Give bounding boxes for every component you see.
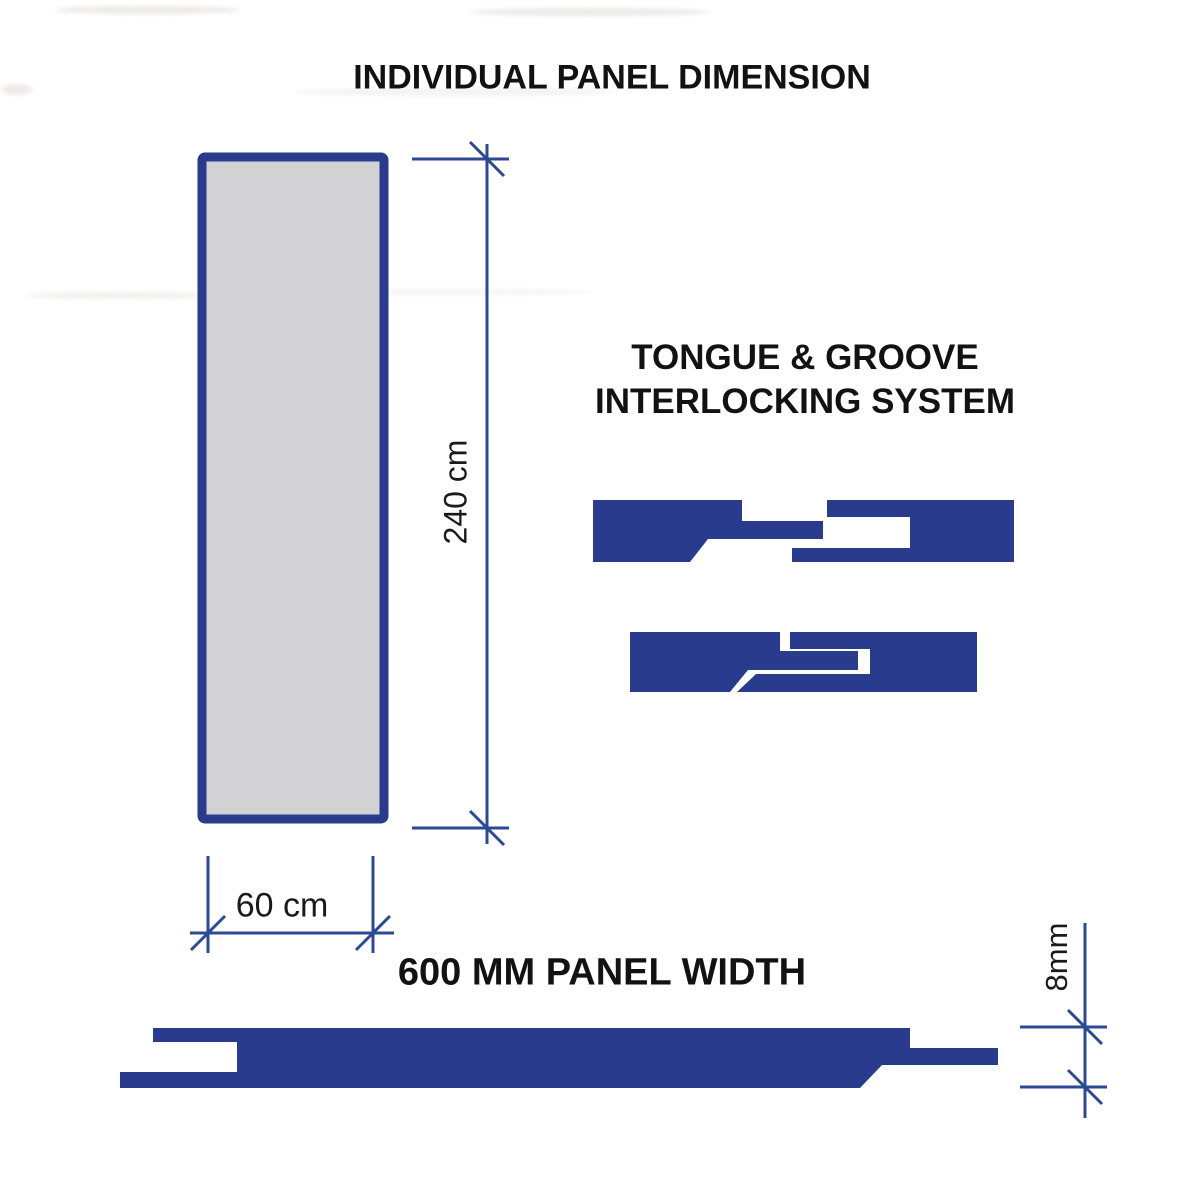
tongue-groove-heading: TONGUE & GROOVE INTERLOCKING SYSTEM <box>595 336 1015 424</box>
tongue-groove-interlocked <box>630 632 977 692</box>
panel-height-label: 240 cm <box>437 439 474 545</box>
tongue-profile-piece <box>593 500 823 562</box>
tongue-profile-piece <box>630 632 858 692</box>
panel-width-label: 60 cm <box>235 886 329 925</box>
panel-thickness-label: 8mm <box>1039 922 1074 992</box>
width-dimension-lines <box>189 856 394 953</box>
dimension-tick <box>1066 1068 1104 1106</box>
panel-front-view <box>197 152 389 824</box>
watermark-smudge <box>25 292 215 299</box>
watermark-smudge <box>55 6 240 14</box>
thickness-dimension-lines <box>1020 923 1107 1118</box>
height-dimension-lines <box>412 140 509 847</box>
tongue-groove-heading-line2: INTERLOCKING SYSTEM <box>594 382 1016 421</box>
watermark-smudge <box>470 8 710 16</box>
groove-profile-piece <box>792 500 1014 562</box>
dimension-tick <box>468 809 506 847</box>
watermark-smudge <box>2 84 32 95</box>
page-title: INDIVIDUAL PANEL DIMENSION <box>353 58 871 97</box>
tongue-groove-separated <box>593 500 1014 562</box>
groove-profile-piece <box>737 632 977 692</box>
panel-cross-section <box>120 1028 998 1088</box>
tongue-groove-heading-line1: TONGUE & GROOVE <box>631 338 979 377</box>
watermark-smudge <box>295 88 615 96</box>
dimension-tick <box>468 140 506 178</box>
dimension-tick <box>354 914 392 952</box>
dimension-tick <box>189 914 227 952</box>
dimension-tick <box>1066 1008 1104 1046</box>
panel-width-heading: 600 MM PANEL WIDTH <box>397 951 807 994</box>
watermark-smudge <box>305 289 595 295</box>
